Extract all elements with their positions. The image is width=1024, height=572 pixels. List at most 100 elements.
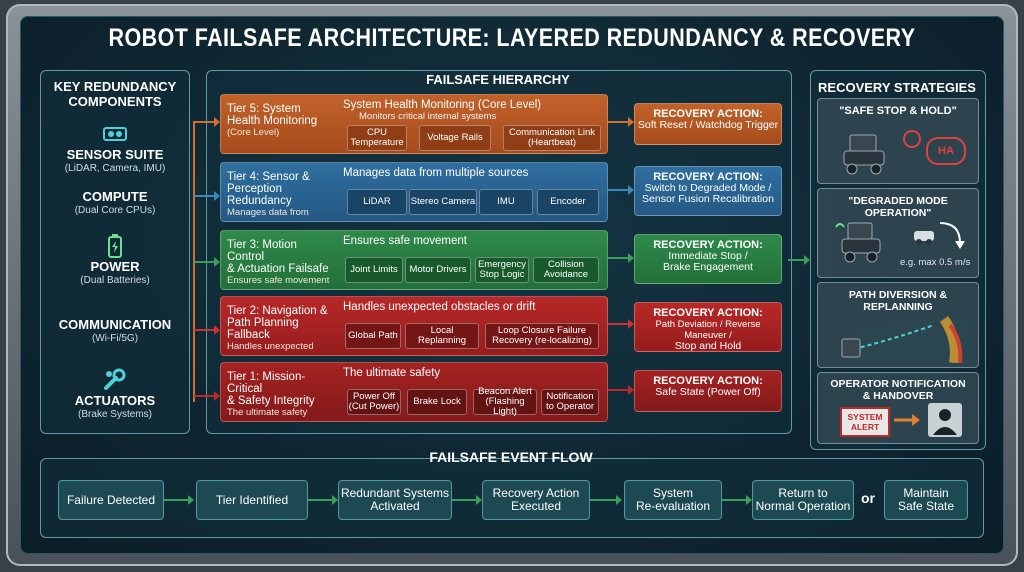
chip: Brake Lock (407, 389, 467, 415)
tier-name-l1: Tier 5: System (227, 103, 301, 115)
speed-limit-note: e.g. max 0.5 m/s (900, 257, 971, 268)
tier-name: Tier 2: Navigation & Path Planning Fallb… (227, 305, 335, 353)
chip: Notification to Operator (541, 389, 599, 415)
chip: Communication Link (Heartbeat) (503, 125, 601, 151)
component-name: ACTUATORS (74, 393, 156, 408)
flow-step-label: Recovery Action (492, 486, 580, 500)
operator-icon (928, 403, 962, 437)
component-name: POWER (90, 259, 140, 274)
system-alert-l2: ALERT (850, 422, 880, 432)
tier-name-l1: Tier 3: Motion Control (227, 239, 297, 263)
tier-name-l2: Path Planning Fallback (227, 317, 299, 341)
stop-icon (903, 130, 921, 148)
recovery-action-title: RECOVERY ACTION: (653, 239, 763, 251)
chip: Collision Avoidance (533, 257, 599, 283)
tier-5: Tier 5: System Health Monitoring (Core L… (220, 94, 608, 154)
strategy-degraded-mode: "DEGRADED MODE OPERATION" e.g. max 0.5 m… (817, 188, 979, 278)
recovery-action-tier-2: RECOVERY ACTION: Path Deviation / Revers… (634, 302, 782, 352)
flow-step-label: Failure Detected (66, 492, 156, 507)
flow-step-return-normal: Return to Normal Operation (752, 480, 854, 520)
component-actuators: ACTUATORS (Brake Systems) (41, 368, 189, 420)
component-sub: (Dual Core CPUs) (74, 205, 156, 216)
wrench-icon (41, 368, 189, 391)
failsafe-hierarchy-title: FAILSAFE HIERARCHY (426, 72, 570, 87)
chip: Loop Closure Failure Recovery (re-locali… (485, 323, 599, 349)
strategy-title: "SAFE STOP & HOLD" (839, 105, 957, 117)
strategy-safe-stop: "SAFE STOP & HOLD" HA (817, 98, 979, 184)
tier-name-l1: Tier 2: Navigation & (227, 305, 328, 317)
recovery-action-title: RECOVERY ACTION: (653, 108, 763, 120)
strategy-title-l1: OPERATOR NOTIFICATION (830, 378, 966, 390)
tier-action-arrows (608, 117, 634, 395)
recovery-action-tier-5: RECOVERY ACTION: Soft Reset / Watchdog T… (634, 103, 782, 145)
recovery-action-text: Switch to Degraded Mode / (644, 182, 772, 194)
tier-4: Tier 4: Sensor & Perception Redundancy M… (220, 162, 608, 222)
tier-connector (193, 117, 220, 402)
strategy-path-diversion: PATH DIVERSION & REPLANNING (817, 282, 979, 368)
flow-step-label-2: Safe State (897, 499, 955, 513)
tier-name: Tier 1: Mission-Critical & Safety Integr… (227, 371, 335, 419)
component-power: POWER (Dual Batteries) (41, 234, 189, 286)
flow-step-tier-identified: Tier Identified (196, 480, 308, 520)
recovery-action-tier-3: RECOVERY ACTION: Immediate Stop / Brake … (634, 234, 782, 284)
recovery-action-tier-1: RECOVERY ACTION: Safe State (Power Off) (634, 370, 782, 412)
flow-step-label-2: Normal Operation (755, 499, 851, 513)
strategy-title: "DEGRADED MODE OPERATION" (848, 195, 948, 219)
tier-heading: Handles unexpected obstacles or drift (343, 301, 536, 313)
strategy-title: PATH DIVERSION & REPLANNING (848, 289, 948, 313)
chip: Motor Drivers (405, 257, 471, 283)
tier-name-sub: Manages data from (227, 207, 309, 218)
tier-name: Tier 3: Motion Control & Actuation Fails… (227, 239, 335, 287)
component-compute: COMPUTE (Dual Core CPUs) (41, 189, 189, 216)
tier-name-l2: Perception Redundancy (227, 183, 292, 207)
chip: Encoder (537, 189, 599, 215)
speed-arrow-icon (914, 222, 965, 249)
recovery-action-title: RECOVERY ACTION: (653, 307, 763, 319)
flow-step-label: System (652, 486, 693, 500)
recovery-action-text: Immediate Stop / (668, 250, 748, 262)
flow-step-redundant-systems: Redundant Systems Activated (338, 480, 452, 520)
tier-name-sub: (Core Level) (227, 127, 280, 138)
recovery-action-text-2: Brake Engagement (663, 261, 753, 273)
sensor-icon (41, 123, 189, 145)
robot-icon (843, 134, 885, 175)
flow-step-recovery-executed: Recovery Action Executed (482, 480, 590, 520)
recovery-action-text: Safe State (Power Off) (655, 386, 761, 398)
chip: Beacon Alert (Flashing Light) (473, 387, 537, 417)
tier-name: Tier 5: System Health Monitoring (Core L… (227, 103, 335, 139)
chip: Voltage Rails (419, 125, 491, 151)
tier-name-sub: Ensures safe movement (227, 275, 330, 286)
tier-name-sub: Handles unexpected (227, 341, 314, 352)
recovery-strategies-title: RECOVERY STRATEGIES (818, 80, 976, 95)
chip: IMU (479, 189, 533, 215)
tier-heading: Manages data from multiple sources (343, 167, 529, 179)
strategy-title-l2: & HANDOVER (862, 390, 934, 402)
flow-step-maintain-safe: Maintain Safe State (884, 480, 968, 520)
chip: LiDAR (347, 189, 407, 215)
chip: Local Replanning (405, 323, 479, 349)
key-components-panel: KEY REDUNDANCY COMPONENTS SENSOR SUITE (… (40, 70, 190, 434)
arrow-right-icon (894, 414, 920, 426)
component-name: COMPUTE (82, 189, 148, 204)
tier-1: Tier 1: Mission-Critical & Safety Integr… (220, 362, 608, 422)
tier-subheading: Monitors critical internal systems (359, 111, 497, 122)
flow-step-label-2: Activated (370, 499, 420, 513)
recovery-action-text-2: Stop and Hold (674, 340, 742, 352)
key-components-title-l1: KEY REDUNDANCY (53, 79, 177, 94)
robot-icon (835, 222, 881, 263)
chip: Joint Limits (345, 257, 403, 283)
tier-name: Tier 4: Sensor & Perception Redundancy M… (227, 171, 335, 219)
chip: Stereo Camera (409, 189, 477, 215)
tier-heading: The ultimate safety (343, 367, 441, 379)
recovery-action-text-2: Sensor Fusion Recalibration (642, 193, 774, 205)
recovery-action-tier-4: RECOVERY ACTION: Switch to Degraded Mode… (634, 166, 782, 216)
strategy-title: OPERATOR NOTIFICATION & HANDOVER (818, 378, 978, 402)
component-name: SENSOR SUITE (66, 147, 164, 162)
tier-2: Tier 2: Navigation & Path Planning Fallb… (220, 296, 608, 356)
hold-badge: HA (926, 137, 966, 165)
recovery-action-text: Soft Reset / Watchdog Trigger (637, 119, 779, 131)
tier-name-sub: The ultimate safety (227, 407, 308, 418)
component-sensor-suite: SENSOR SUITE (LiDAR, Camera, IMU) (41, 123, 189, 174)
component-sub: (Brake Systems) (78, 409, 152, 420)
component-name: COMMUNICATION (58, 317, 172, 332)
